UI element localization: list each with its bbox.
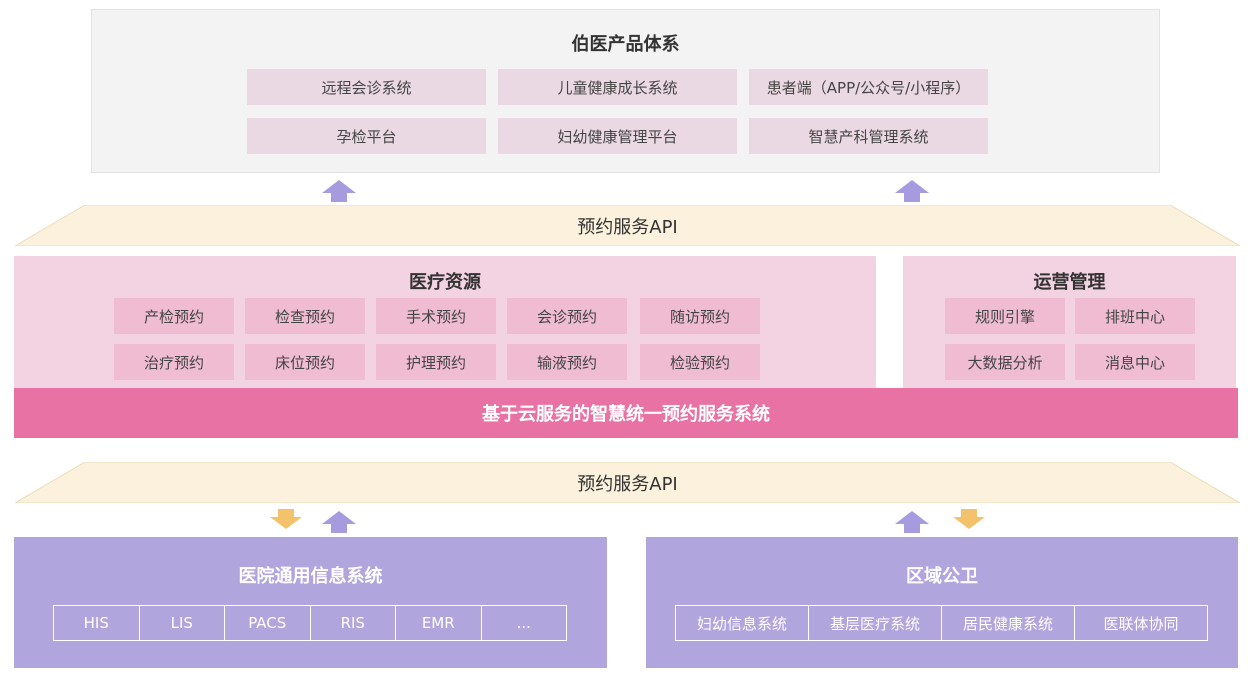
arrow-down-icon [953, 509, 985, 529]
system-medical-alliance: 医联体协同 [1103, 614, 1179, 633]
arrow-up-icon [322, 511, 356, 533]
regional-health-title: 区域公卫 [906, 566, 978, 587]
system-emr: EMR [396, 606, 482, 640]
api-label-top: 预约服务API [577, 216, 678, 238]
resource-prenatal-appointment: 产检预约 [114, 298, 234, 334]
system-ris: RIS [311, 606, 396, 640]
product-child-growth: 儿童健康成长系统 [498, 69, 737, 105]
arrow-up-icon [322, 180, 356, 202]
arrow-up-icon [895, 511, 929, 533]
product-patient-app: 患者端（APP/公众号/小程序） [749, 69, 988, 105]
resource-followup-appointment: 随访预约 [640, 298, 760, 334]
cloud-system-bar: 基于云服务的智慧统一预约服务系统 [14, 388, 1238, 438]
arrow-down-icon [270, 509, 302, 529]
operations-title: 运营管理 [1033, 272, 1106, 293]
resource-consultation-appointment: 会诊预约 [507, 298, 627, 334]
product-system-title: 伯医产品体系 [571, 34, 680, 55]
regional-systems-row: 妇幼信息系统 基层医疗系统 居民健康系统 医联体协同 [675, 605, 1208, 641]
operations-panel: 运营管理 规则引擎 排班中心 大数据分析 消息中心 [903, 256, 1236, 388]
hospital-info-panel: 医院通用信息系统 HIS LIS PACS RIS EMR ... [14, 537, 607, 668]
system-more: ... [516, 614, 531, 632]
system-his: HIS [54, 606, 140, 640]
resource-bed-appointment: 床位预约 [245, 344, 365, 380]
product-obstetrics-management: 智慧产科管理系统 [749, 118, 988, 154]
system-primary-care: 基层医疗系统 [809, 606, 942, 640]
ops-message-center: 消息中心 [1075, 344, 1195, 380]
product-prenatal-platform: 孕检平台 [247, 118, 486, 154]
ops-big-data: 大数据分析 [945, 344, 1065, 380]
system-resident-health: 居民健康系统 [942, 606, 1075, 640]
hospital-systems-row: HIS LIS PACS RIS EMR ... [53, 605, 567, 641]
api-band-bottom: 预约服务API [15, 462, 1240, 503]
hospital-info-title: 医院通用信息系统 [238, 566, 383, 587]
regional-health-panel: 区域公卫 妇幼信息系统 基层医疗系统 居民健康系统 医联体协同 [646, 537, 1238, 668]
medical-resources-panel: 医疗资源 产检预约 检查预约 手术预约 会诊预约 随访预约 治疗预约 床位预约 … [14, 256, 876, 388]
system-maternal-info: 妇幼信息系统 [676, 606, 809, 640]
resource-lab-appointment: 检验预约 [640, 344, 760, 380]
api-band-top: 预约服务API [15, 205, 1240, 246]
resource-infusion-appointment: 输液预约 [507, 344, 627, 380]
api-label-bottom: 预约服务API [577, 473, 678, 495]
system-lis: LIS [140, 606, 225, 640]
medical-resources-title: 医疗资源 [409, 272, 481, 293]
system-pacs: PACS [225, 606, 311, 640]
ops-scheduling-center: 排班中心 [1075, 298, 1195, 334]
product-remote-consultation: 远程会诊系统 [247, 69, 486, 105]
resource-surgery-appointment: 手术预约 [376, 298, 496, 334]
resource-exam-appointment: 检查预约 [245, 298, 365, 334]
resource-treatment-appointment: 治疗预约 [114, 344, 234, 380]
product-system-panel: 伯医产品体系 远程会诊系统 儿童健康成长系统 患者端（APP/公众号/小程序） … [91, 9, 1160, 173]
arrow-up-icon [895, 180, 929, 202]
ops-rule-engine: 规则引擎 [945, 298, 1065, 334]
resource-nursing-appointment: 护理预约 [376, 344, 496, 380]
product-maternal-health: 妇幼健康管理平台 [498, 118, 737, 154]
